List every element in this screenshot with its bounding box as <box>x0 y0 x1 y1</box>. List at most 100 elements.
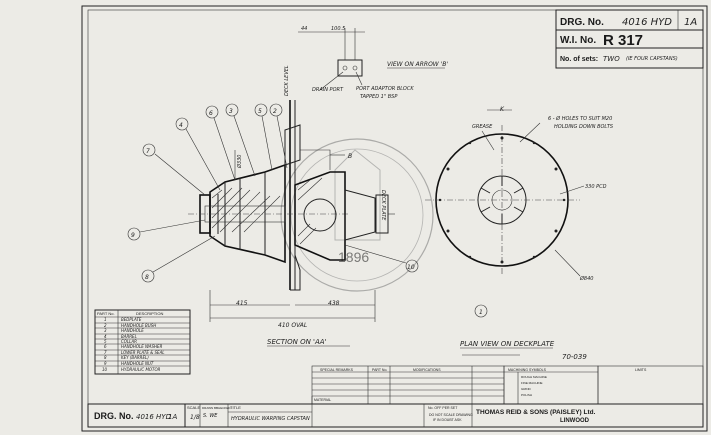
balloon-label: 3 <box>229 108 233 115</box>
parts-row-no: 7 <box>104 350 107 355</box>
special-remarks-label: SPECIAL REMARKS <box>320 368 354 372</box>
section-view-aa: 415 438 410 OVAL Ø330 DECK LEVEL DECK PL… <box>188 65 395 347</box>
drain-port-label: DRAIN PORT <box>312 87 344 93</box>
parts-row-desc: HYDRAULIC MOTOR <box>121 367 161 372</box>
section-title: SECTION ON 'AA' <box>267 338 327 346</box>
dim-44: 44 <box>301 26 307 32</box>
drawn-label: DRAWN BY <box>202 406 218 410</box>
deck-plate-label: DECK PLATE <box>380 190 386 221</box>
balloon <box>269 103 283 117</box>
balloon <box>254 103 268 117</box>
balloon-label: 8 <box>145 274 149 281</box>
grease-label: GREASE <box>472 124 493 130</box>
limits-title: LIMITS <box>635 368 647 372</box>
parts-row-no: 9 <box>104 361 107 366</box>
materials-row: FINE MACHINE <box>521 381 543 385</box>
dim-100-5: 100.5 <box>331 26 345 32</box>
scale-label: SCALE <box>187 405 200 410</box>
sets-value: TWO <box>603 55 620 63</box>
do-not-scale: DO NOT SCALE DRAWING <box>429 413 473 417</box>
balloon <box>205 105 219 119</box>
modifications-table: SPECIAL REMARKS PART No. MODIFICATIONS <box>311 365 505 405</box>
tapped-label: TAPPED 1" BSP <box>360 94 397 100</box>
deck-level-label: DECK LEVEL <box>284 65 290 96</box>
parts-header-desc: DESCRIPTION <box>136 311 163 316</box>
parts-header-no: PART No. <box>97 311 115 316</box>
holding-bolts-label: HOLDING DOWN BOLTS <box>554 124 614 130</box>
materials-row: GRIND <box>521 387 532 391</box>
pcd-label: 330 PCD <box>585 184 607 190</box>
port-adaptor-label: PORT ADAPTOR BLOCK <box>356 86 414 92</box>
dim-330: Ø330 <box>236 155 243 169</box>
plan-view-deckplate: 6 - Ø HOLES TO SUIT M20 HOLDING DOWN BOL… <box>425 106 614 361</box>
dim-438: 438 <box>328 300 340 307</box>
scale-value: 1/8 <box>190 414 200 421</box>
arrow-b-label: B <box>348 153 352 160</box>
parts-row-desc: HANDHOLE WASHER <box>121 344 163 349</box>
balloon <box>175 117 189 131</box>
parts-list: PART No. DESCRIPTION 1 BEDPLATE 2 HANDHO… <box>94 309 191 375</box>
balloon-label: 6 <box>209 110 213 117</box>
drg-rev: 1A <box>684 17 697 28</box>
wi-no-label: W.I. No. <box>560 35 596 46</box>
stamp-year: 1896 <box>338 249 369 265</box>
balloon-label: 1 <box>479 309 483 316</box>
parts-row-desc: LOWER PLATE & SEAL <box>121 350 165 355</box>
parts-row-no: 4 <box>104 334 107 339</box>
dim-410: 410 OVAL <box>278 322 307 329</box>
part-balloons: 7 4 6 3 5 2 9 8 10 1 <box>127 103 488 318</box>
ref-label: No. OFF PER SET <box>428 406 458 410</box>
company-town: LINWOOD <box>560 418 590 424</box>
checked-label: CHECKED <box>216 406 232 410</box>
title-block-bottom: DRG. No. 4016 HYD 1A SCALE 1/8 DRAWN BY … <box>87 396 704 428</box>
parts-row-desc: KEY (BARREL) <box>121 355 149 360</box>
materials-row: ROUGH MACHINE <box>521 375 547 379</box>
company-name: THOMAS REID & SONS (PAISLEY) Ltd. <box>476 409 596 416</box>
title-block-top: DRG. No. 4016 HYD 1A W.I. No. R 317 No. … <box>555 9 704 69</box>
plan-view-title: PLAN VIEW ON DECKPLATE <box>460 340 555 348</box>
drawn-value: S. WE <box>203 413 218 419</box>
dim-415: 415 <box>236 300 248 307</box>
if-in-doubt: IF IN DOUBT ASK <box>433 418 462 422</box>
view-arrow-b-title: VIEW ON ARROW 'B' <box>387 61 448 68</box>
parts-row-no: 3 <box>104 328 107 333</box>
parts-row-no: 8 <box>104 355 107 360</box>
ref-number: 70-039 <box>562 353 587 361</box>
parts-row-no: 6 <box>104 344 107 349</box>
material-label: MATERIAL <box>314 398 331 402</box>
holes-label: 6 - Ø HOLES TO SUIT M20 <box>548 115 612 122</box>
balloon-label: 4 <box>179 122 183 129</box>
parts-row-no: 2 <box>104 323 107 328</box>
drg-no-label: DRG. No. <box>560 17 604 28</box>
wi-no-value: R 317 <box>603 32 643 49</box>
watermark-stamp: 1896 <box>280 138 434 292</box>
parts-row-desc: BEDPLATE <box>121 317 142 322</box>
bottom-drg-no-label: DRG. No. <box>94 411 134 421</box>
view-on-arrow-b: 44 100.5 VIEW ON ARROW 'B' DRAIN PORT PO… <box>298 26 448 100</box>
parts-row-no: 10 <box>102 367 108 372</box>
dia-label: Ø840 <box>579 275 593 282</box>
sets-label: No. of sets: <box>560 56 598 63</box>
part-no-label: PART No. <box>372 368 387 372</box>
parts-row-no: 1 <box>104 317 107 322</box>
materials-row: POLISH <box>521 393 532 397</box>
balloon-label: 10 <box>407 264 415 271</box>
parts-row-desc: HANDHOLE <box>121 328 144 333</box>
modifications-label: MODIFICATIONS <box>413 368 441 372</box>
title-label: TITLE <box>230 405 241 410</box>
arrow-k-label: K <box>500 106 505 113</box>
drg-no-value: 4016 HYD <box>622 17 672 28</box>
balloon <box>225 103 239 117</box>
balloon <box>474 304 488 318</box>
outer-border <box>81 5 708 432</box>
balloon <box>405 259 419 273</box>
sets-note: (IE FOUR CAPSTANS) <box>626 56 678 62</box>
balloon <box>141 269 155 283</box>
parts-row-no: 5 <box>104 339 107 344</box>
balloon-label: 9 <box>131 232 135 239</box>
balloon <box>142 143 156 157</box>
bottom-drg-no-value: 4016 HYD <box>136 413 172 421</box>
materials-title: MACHINING SYMBOLS <box>508 368 547 372</box>
parts-row-desc: COLLAR <box>121 339 137 344</box>
